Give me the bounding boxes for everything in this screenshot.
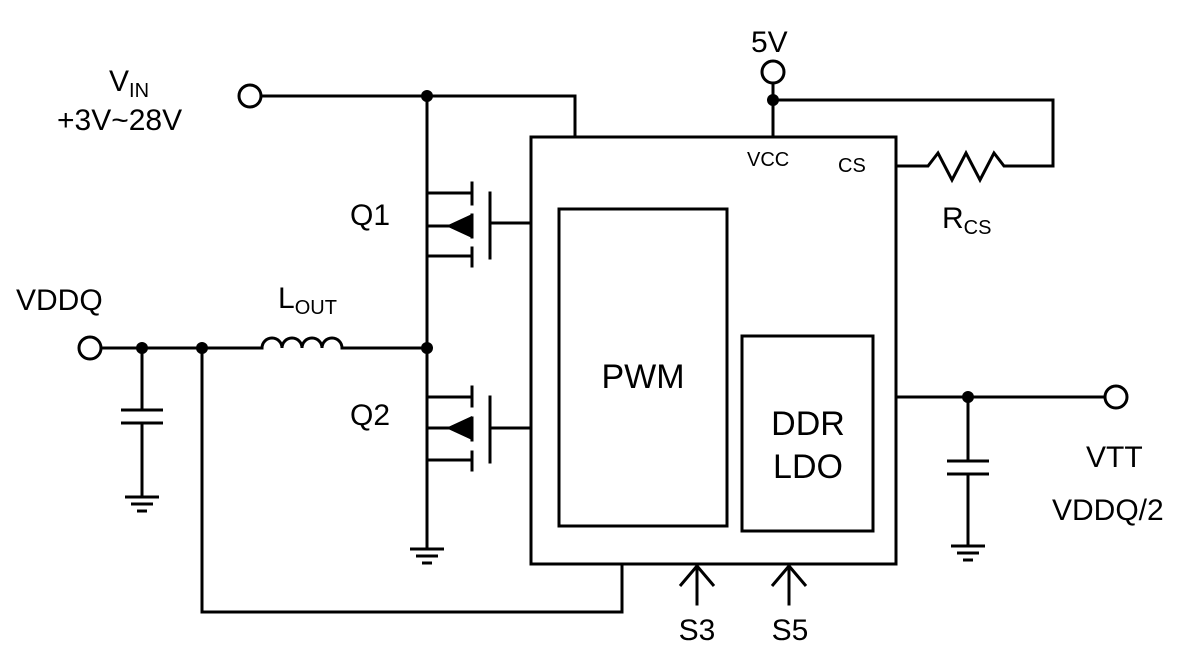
- lout-label-main: L: [278, 282, 295, 315]
- vcc-pin-label: VCC: [747, 149, 789, 171]
- ddr-ldo-block: [740, 334, 875, 533]
- q2-ground-symbol: [410, 547, 444, 565]
- vddq-terminal: [77, 335, 103, 361]
- ldo-label: LDO: [773, 448, 843, 486]
- vddq-output-capacitor: [121, 346, 163, 513]
- vin-label-subscript: IN: [129, 80, 149, 102]
- rcs-resistor: [894, 149, 1012, 184]
- s3-input-arrow: [678, 563, 716, 606]
- rcs-label-main: R: [942, 202, 964, 235]
- lout-inductor: [260, 336, 344, 350]
- pwm-label: PWM: [601, 358, 684, 396]
- vddq-feedback-wire: [200, 346, 624, 614]
- s5-label: S5: [772, 614, 809, 647]
- vtt-output-capacitor: [947, 395, 989, 562]
- five-v-label: 5V: [751, 26, 788, 59]
- rcs-label-subscript: CS: [964, 217, 992, 239]
- vin-range-label: +3V~28V: [57, 104, 182, 137]
- s5-input-arrow: [770, 563, 808, 606]
- rcs-label: RCS: [942, 202, 991, 239]
- lout-label: LOUT: [278, 282, 337, 319]
- vin-terminal: [237, 83, 263, 109]
- s3-label: S3: [679, 614, 716, 647]
- vtt-terminal: [1103, 384, 1129, 410]
- vtt-value-label: VDDQ/2: [1052, 494, 1164, 527]
- cs-pin-label: CS: [838, 155, 866, 177]
- vtt-label: VTT: [1086, 441, 1143, 474]
- five-v-terminal: [760, 59, 786, 85]
- ddr-label: DDR: [771, 405, 845, 443]
- q2-mosfet: [425, 346, 533, 550]
- five-v-to-rcs-wire: [771, 98, 1055, 168]
- q1-mosfet: [425, 94, 533, 350]
- vin-label-main: V: [109, 65, 129, 98]
- vin-label: VIN: [109, 65, 149, 102]
- q2-label: Q2: [350, 399, 390, 432]
- pwm-block: [557, 207, 729, 528]
- lout-label-subscript: OUT: [295, 297, 337, 319]
- q1-label: Q1: [350, 199, 390, 232]
- vddq-label: VDDQ: [16, 284, 103, 317]
